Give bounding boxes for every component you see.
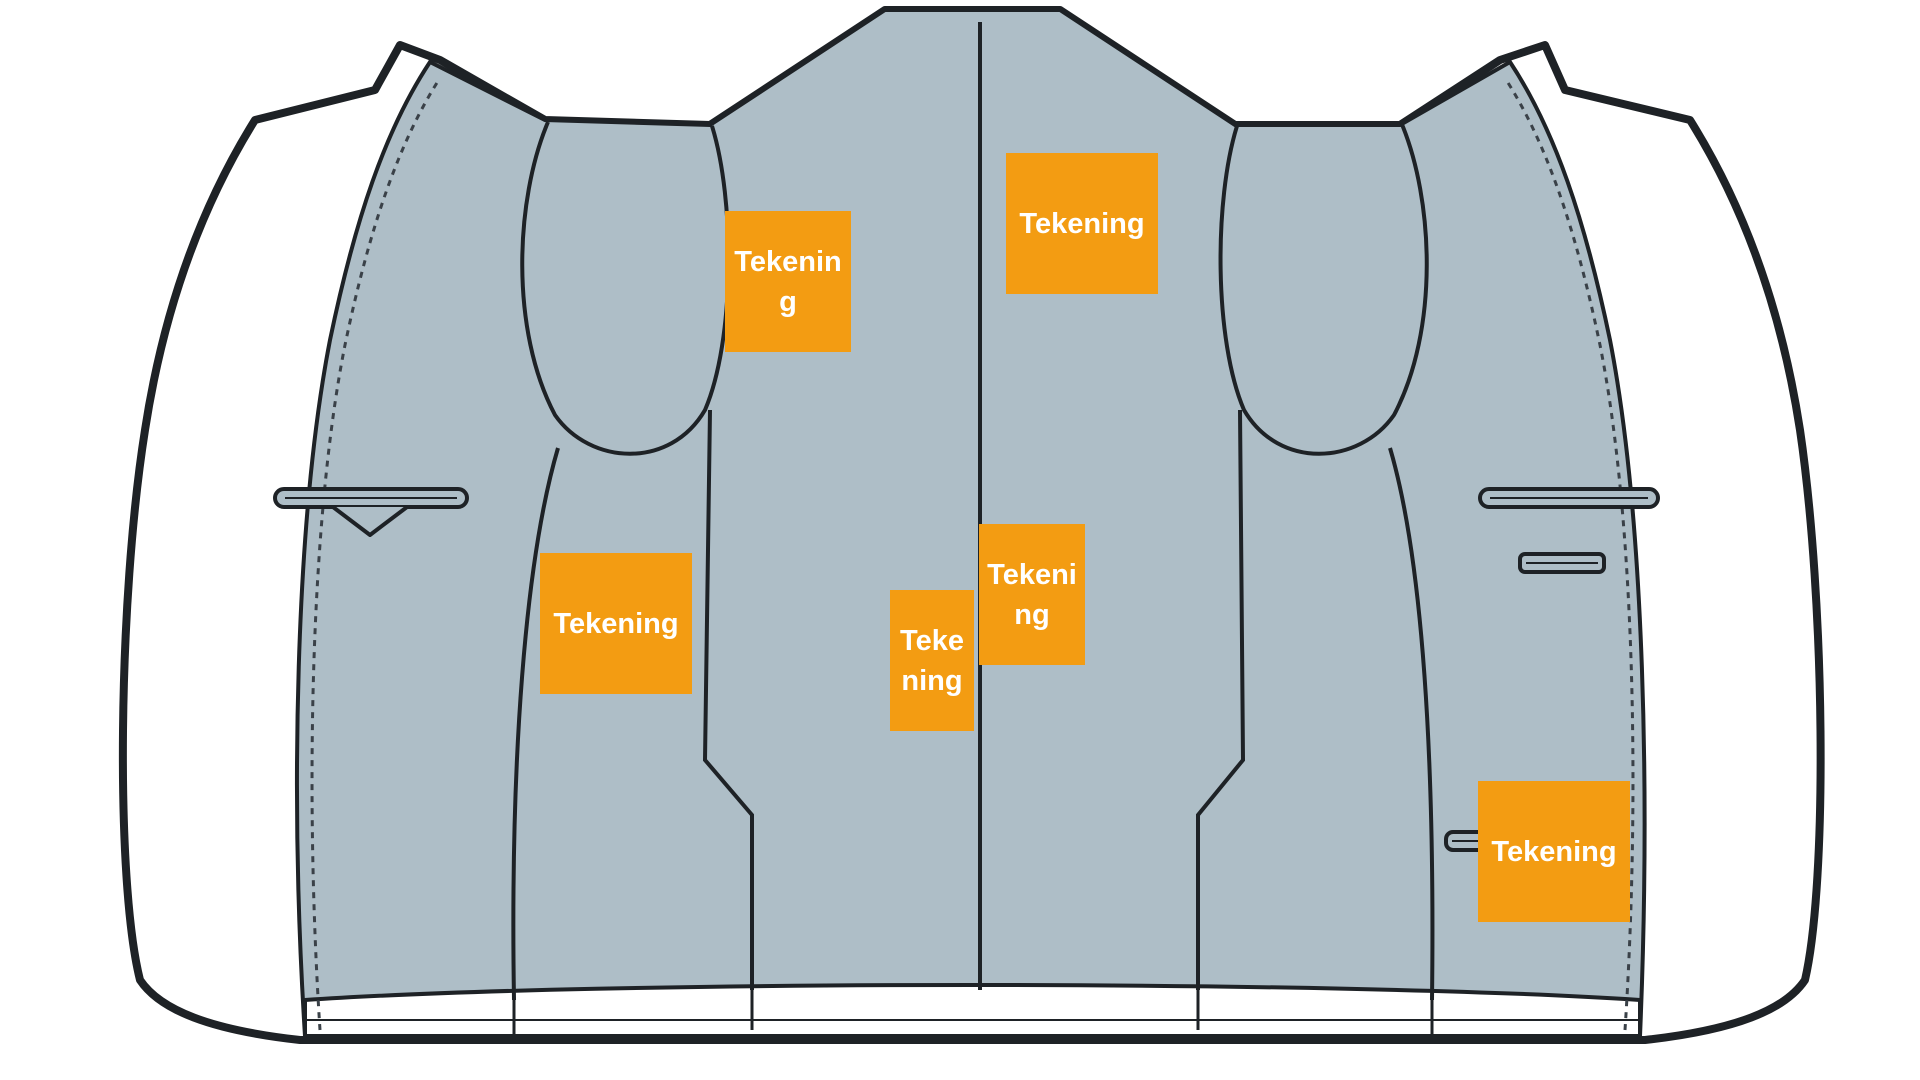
label-center-low: Tekening — [890, 590, 974, 731]
jacket-lining — [295, 8, 1647, 1038]
right-small-pocket — [1518, 552, 1606, 574]
label-center-mid: Tekening — [979, 524, 1085, 665]
label-lower-right: Tekening — [1478, 781, 1630, 922]
left-side-seam — [511, 447, 560, 1001]
right-side-seam — [1388, 447, 1435, 1001]
right-inner-seam — [1196, 409, 1246, 990]
label-text: Tekening — [1491, 835, 1617, 868]
label-upper-left-center: Tekening — [725, 211, 851, 352]
label-upper-right: Tekening — [1006, 153, 1158, 294]
label-text: Tekening — [1019, 207, 1145, 240]
hem-band — [303, 983, 1642, 1038]
label-text: Tekening — [987, 558, 1077, 631]
label-mid-left: Tekening — [540, 553, 692, 694]
label-text: Tekening — [553, 607, 679, 640]
left-stitch-line — [310, 77, 442, 1031]
left-welt-pocket — [273, 487, 469, 537]
right-armhole — [1218, 121, 1429, 456]
right-stitch-line — [1503, 77, 1635, 1031]
label-text: Tekening — [900, 624, 964, 697]
label-text: Tekening — [734, 245, 842, 318]
right-welt-pocket — [1478, 487, 1660, 509]
left-inner-seam — [702, 409, 754, 990]
